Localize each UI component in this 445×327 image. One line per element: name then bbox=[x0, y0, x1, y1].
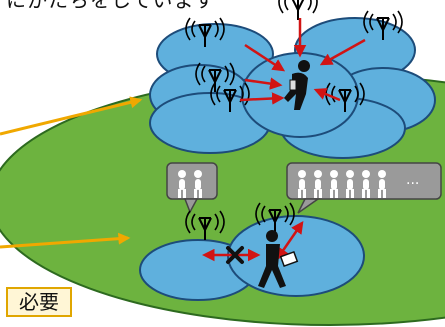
antenna-icon bbox=[279, 0, 317, 20]
overflow-dots: ··· bbox=[406, 176, 419, 192]
requirement-label: 必要 bbox=[6, 287, 72, 317]
